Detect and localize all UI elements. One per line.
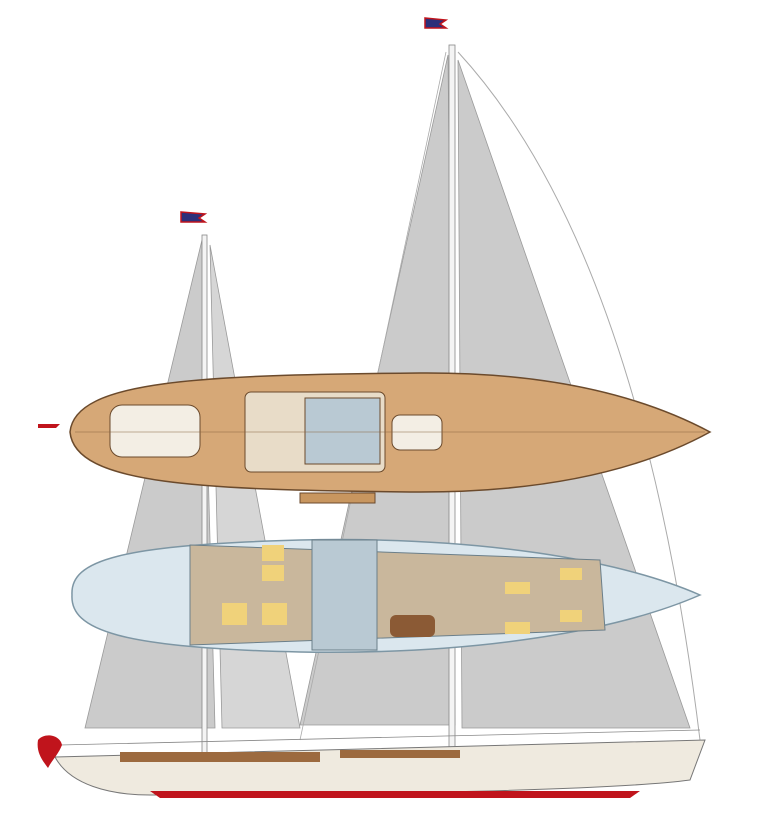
interior-plan	[71, 538, 702, 653]
side-hull	[54, 729, 706, 798]
ensign-flag-icon	[38, 424, 60, 428]
burgee-flag-icon	[424, 17, 449, 29]
mizzen-mast	[201, 234, 208, 761]
forestay	[457, 51, 701, 741]
deck-plan	[69, 372, 712, 504]
ensign-flag-icon	[37, 735, 62, 768]
burgee-flag-icon	[180, 211, 208, 223]
